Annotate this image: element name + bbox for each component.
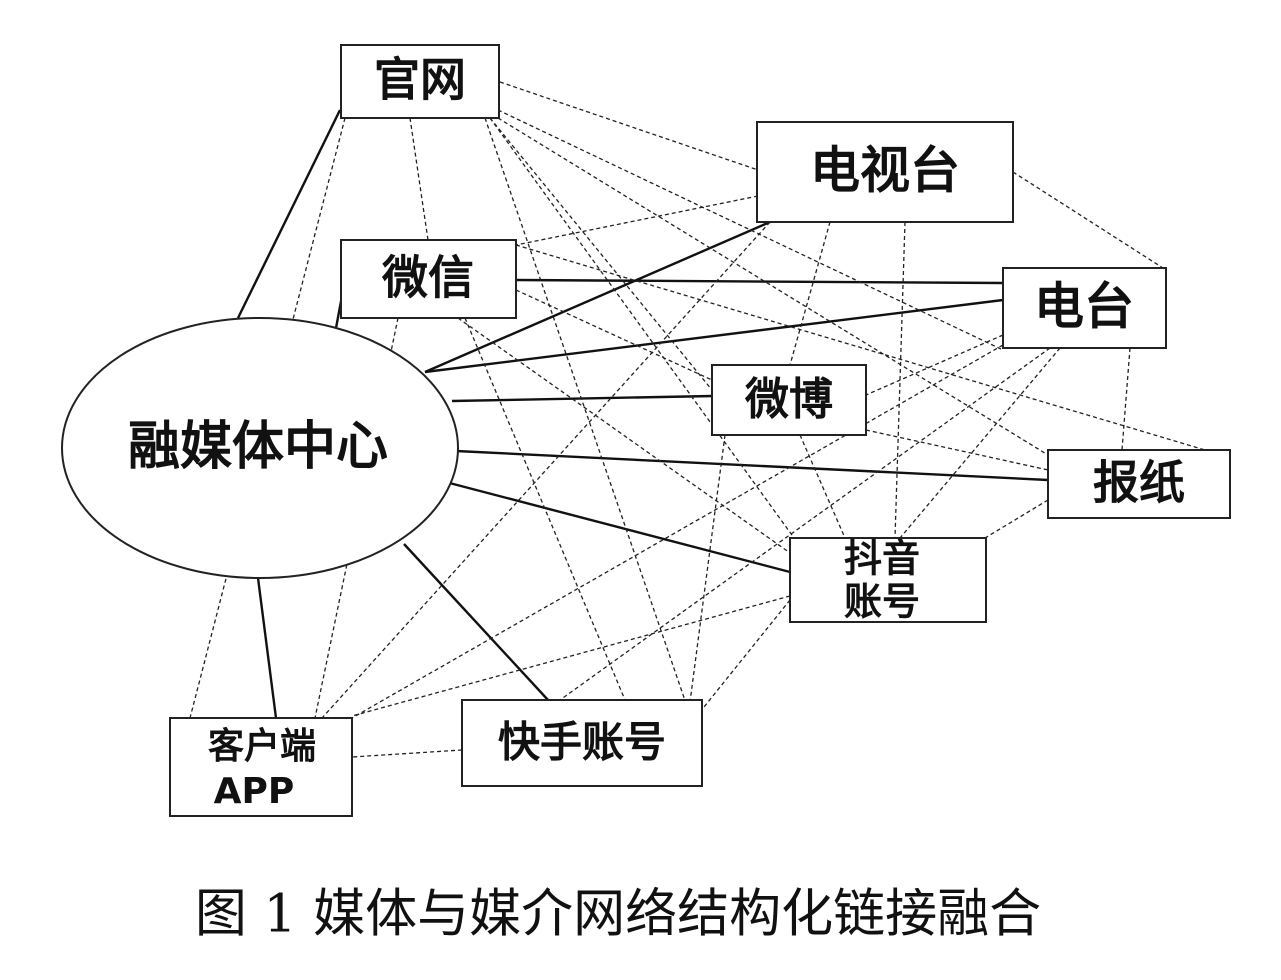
link-diantai-kehuduan bbox=[351, 344, 1004, 719]
link-weixin-weibo bbox=[515, 289, 713, 381]
node-guanwang: 官网 bbox=[340, 44, 500, 119]
link-hub-dianshitai bbox=[424, 220, 771, 374]
node-weixin-label: 微信 bbox=[381, 251, 474, 305]
node-diantai-label: 电台 bbox=[1034, 278, 1134, 336]
node-kehuduan-line1: 客户端 bbox=[208, 726, 316, 767]
hub-node: 融媒体中心 bbox=[61, 317, 459, 579]
node-dianshitai-label: 电视台 bbox=[810, 142, 960, 200]
link-douyin-kehuduan bbox=[351, 595, 791, 717]
link-hub-douyin bbox=[437, 478, 791, 574]
node-kuaishou-label: 快手账号 bbox=[498, 718, 666, 767]
link-hub-diantai bbox=[424, 298, 1004, 374]
node-douyin: 抖音 账号 bbox=[789, 537, 987, 624]
link-diantai-weibo bbox=[865, 334, 1004, 396]
link-hub-weibo bbox=[451, 394, 714, 403]
link-diantai-kuaishou bbox=[559, 347, 1051, 701]
node-weibo: 微博 bbox=[711, 364, 867, 436]
link-weixin-diantai bbox=[515, 278, 1004, 285]
node-guanwang-label: 官网 bbox=[374, 53, 466, 107]
link-guanwang-diantai bbox=[497, 109, 1004, 351]
link-dianshitai-weixin bbox=[515, 195, 759, 246]
link-weixin-kuaishou bbox=[464, 317, 626, 701]
figure-caption: 图 1 媒体与媒介网络结构化链接融合 bbox=[195, 885, 1041, 945]
link-dianshitai-kehuduan bbox=[321, 221, 771, 719]
node-douyin-line2: 账号 bbox=[844, 580, 920, 624]
node-kehuduan: 客户端 APP bbox=[169, 717, 353, 817]
link-guanwang-baozhi bbox=[497, 117, 1049, 456]
link-weixin-baozhi bbox=[515, 244, 1206, 451]
node-baozhi-label: 报纸 bbox=[1093, 456, 1185, 510]
node-douyin-line1: 抖音 bbox=[844, 537, 920, 581]
node-dianshitai: 电视台 bbox=[756, 121, 1014, 223]
hub-label: 融媒体中心 bbox=[128, 417, 388, 477]
link-guanwang-weibo bbox=[489, 117, 713, 391]
link-guanwang-dianshitai bbox=[499, 81, 759, 171]
node-weixin: 微信 bbox=[340, 239, 517, 319]
link-hub-baozhi bbox=[455, 449, 1049, 482]
link-weibo-kuaishou bbox=[689, 434, 726, 703]
link-diantai-baozhi bbox=[1121, 347, 1131, 451]
link-guanwang-kuaishou bbox=[484, 117, 691, 716]
link-diantai-douyin bbox=[899, 347, 1061, 539]
link-weixin-douyin bbox=[457, 317, 801, 561]
node-kehuduan-line2: APP bbox=[214, 771, 295, 812]
link-hub-kehuduan bbox=[256, 577, 278, 719]
node-baozhi: 报纸 bbox=[1047, 449, 1231, 519]
node-weibo-label: 微博 bbox=[744, 374, 833, 425]
link-dianshitai-douyin bbox=[894, 221, 906, 539]
node-kuaishou: 快手账号 bbox=[461, 699, 703, 787]
link-douyin-kuaishou bbox=[699, 599, 791, 713]
link-hub-guanwang bbox=[236, 109, 342, 319]
link-dianshitai-diantai bbox=[1012, 171, 1164, 269]
link-baozhi-douyin bbox=[984, 499, 1049, 539]
link-kuaishou-kehuduan bbox=[351, 749, 463, 758]
node-diantai: 电台 bbox=[1002, 267, 1167, 349]
link-weibo-baozhi bbox=[865, 429, 1049, 471]
link-dianshitai-weibo bbox=[789, 221, 831, 366]
link-weibo-douyin bbox=[799, 434, 846, 539]
link-hub-kuaishou bbox=[403, 543, 549, 701]
link-guanwang-weixin bbox=[409, 117, 429, 241]
